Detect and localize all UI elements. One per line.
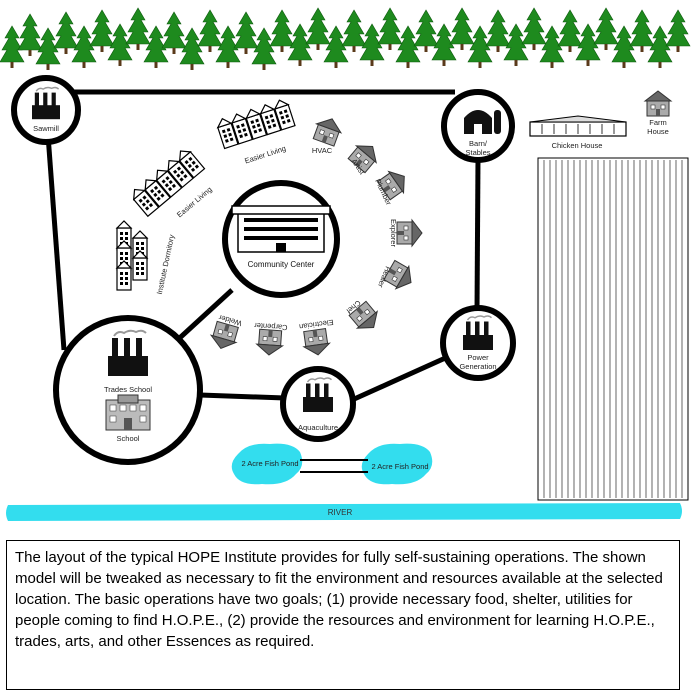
sawmill-node: Sawmill: [11, 75, 81, 145]
barn-label: Barn/Stables: [465, 139, 490, 157]
aquaculture-node: Aquaculture: [280, 366, 356, 442]
forest: [0, 7, 691, 71]
institute-dormitory-label: Institute Dormitory: [155, 234, 177, 296]
caption-text: The layout of the typical HOPE Institute…: [15, 549, 663, 650]
road-network: [45, 89, 481, 403]
barn-icon: [464, 110, 501, 134]
aquaculture-label: Aquaculture: [298, 423, 338, 432]
fish-ponds: 2 Acre Fish Pond 2 Acre Fish Pond: [231, 443, 433, 485]
barn-node: Barn/Stables: [441, 89, 515, 163]
school-building-icon: [105, 394, 151, 431]
house-icon: [255, 328, 285, 357]
river-label: RIVER: [328, 508, 353, 517]
easier-living-1-label: Easier Living: [243, 144, 287, 166]
chicken-house: Chicken House: [529, 115, 627, 150]
institute-dormitory: [116, 220, 148, 291]
community-center-node: Community Center: [222, 180, 340, 298]
crop-field: [537, 157, 689, 501]
chicken-house-label: Chicken House: [552, 141, 603, 150]
healer-label: Healer: [376, 265, 393, 289]
hvac-label: HVAC: [312, 146, 333, 155]
caption-box: The layout of the typical HOPE Institute…: [6, 540, 680, 690]
fish-pond-1-label: 2 Acre Fish Pond: [241, 459, 298, 468]
house-icon: [644, 90, 672, 117]
house-icon: [310, 113, 345, 148]
trades-school-label: Trades School: [104, 385, 152, 394]
explorer-label: Explorer: [389, 219, 398, 247]
community-center-label: Community Center: [248, 260, 315, 269]
sawmill-label: Sawmill: [33, 124, 59, 133]
easier-living-2-label: Easier Living: [175, 185, 214, 220]
house-icon: [301, 327, 332, 358]
school-label: School: [117, 434, 140, 443]
electrician-label: Electrician: [299, 318, 335, 332]
house-icon: [396, 219, 423, 247]
building-icon: [231, 205, 331, 253]
easier-living-1: [215, 97, 296, 150]
carpenter-label: Carpenter: [253, 321, 287, 332]
river: RIVER: [6, 503, 682, 521]
school-node: Trades School School: [53, 315, 203, 465]
fish-pond-2-label: 2 Acre Fish Pond: [371, 462, 428, 471]
